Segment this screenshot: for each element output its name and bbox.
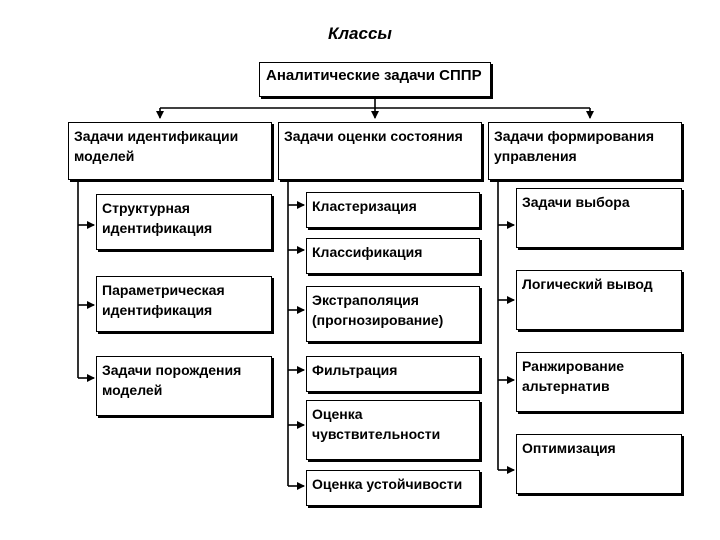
item-optimization: Оптимизация: [516, 434, 682, 494]
item-choice-problems: Задачи выбора: [516, 188, 682, 248]
root-box: Аналитические задачи СППР: [259, 62, 491, 97]
item-classification: Классификация: [306, 238, 480, 274]
item-parametric-identification: Параметрическая идентификация: [96, 276, 272, 332]
item-stability-assessment: Оценка устойчивости: [306, 470, 480, 506]
column-header-identification: Задачи идентификации моделей: [68, 122, 272, 180]
column-header-state-estimation: Задачи оценки состояния: [278, 122, 482, 180]
diagram-title: Классы: [328, 24, 392, 43]
item-alternatives-ranking: Ранжирование альтернатив: [516, 352, 682, 412]
column-header-control: Задачи формирования управления: [488, 122, 682, 180]
item-structural-identification: Структурная идентификация: [96, 194, 272, 250]
item-filtering: Фильтрация: [306, 356, 480, 392]
item-extrapolation: Экстраполяция (прогнозирование): [306, 286, 480, 342]
item-model-generation: Задачи порождения моделей: [96, 356, 272, 416]
item-sensitivity-assessment: Оценка чувствительности: [306, 400, 480, 460]
item-clustering: Кластеризация: [306, 192, 480, 228]
item-logical-inference: Логический вывод: [516, 270, 682, 330]
